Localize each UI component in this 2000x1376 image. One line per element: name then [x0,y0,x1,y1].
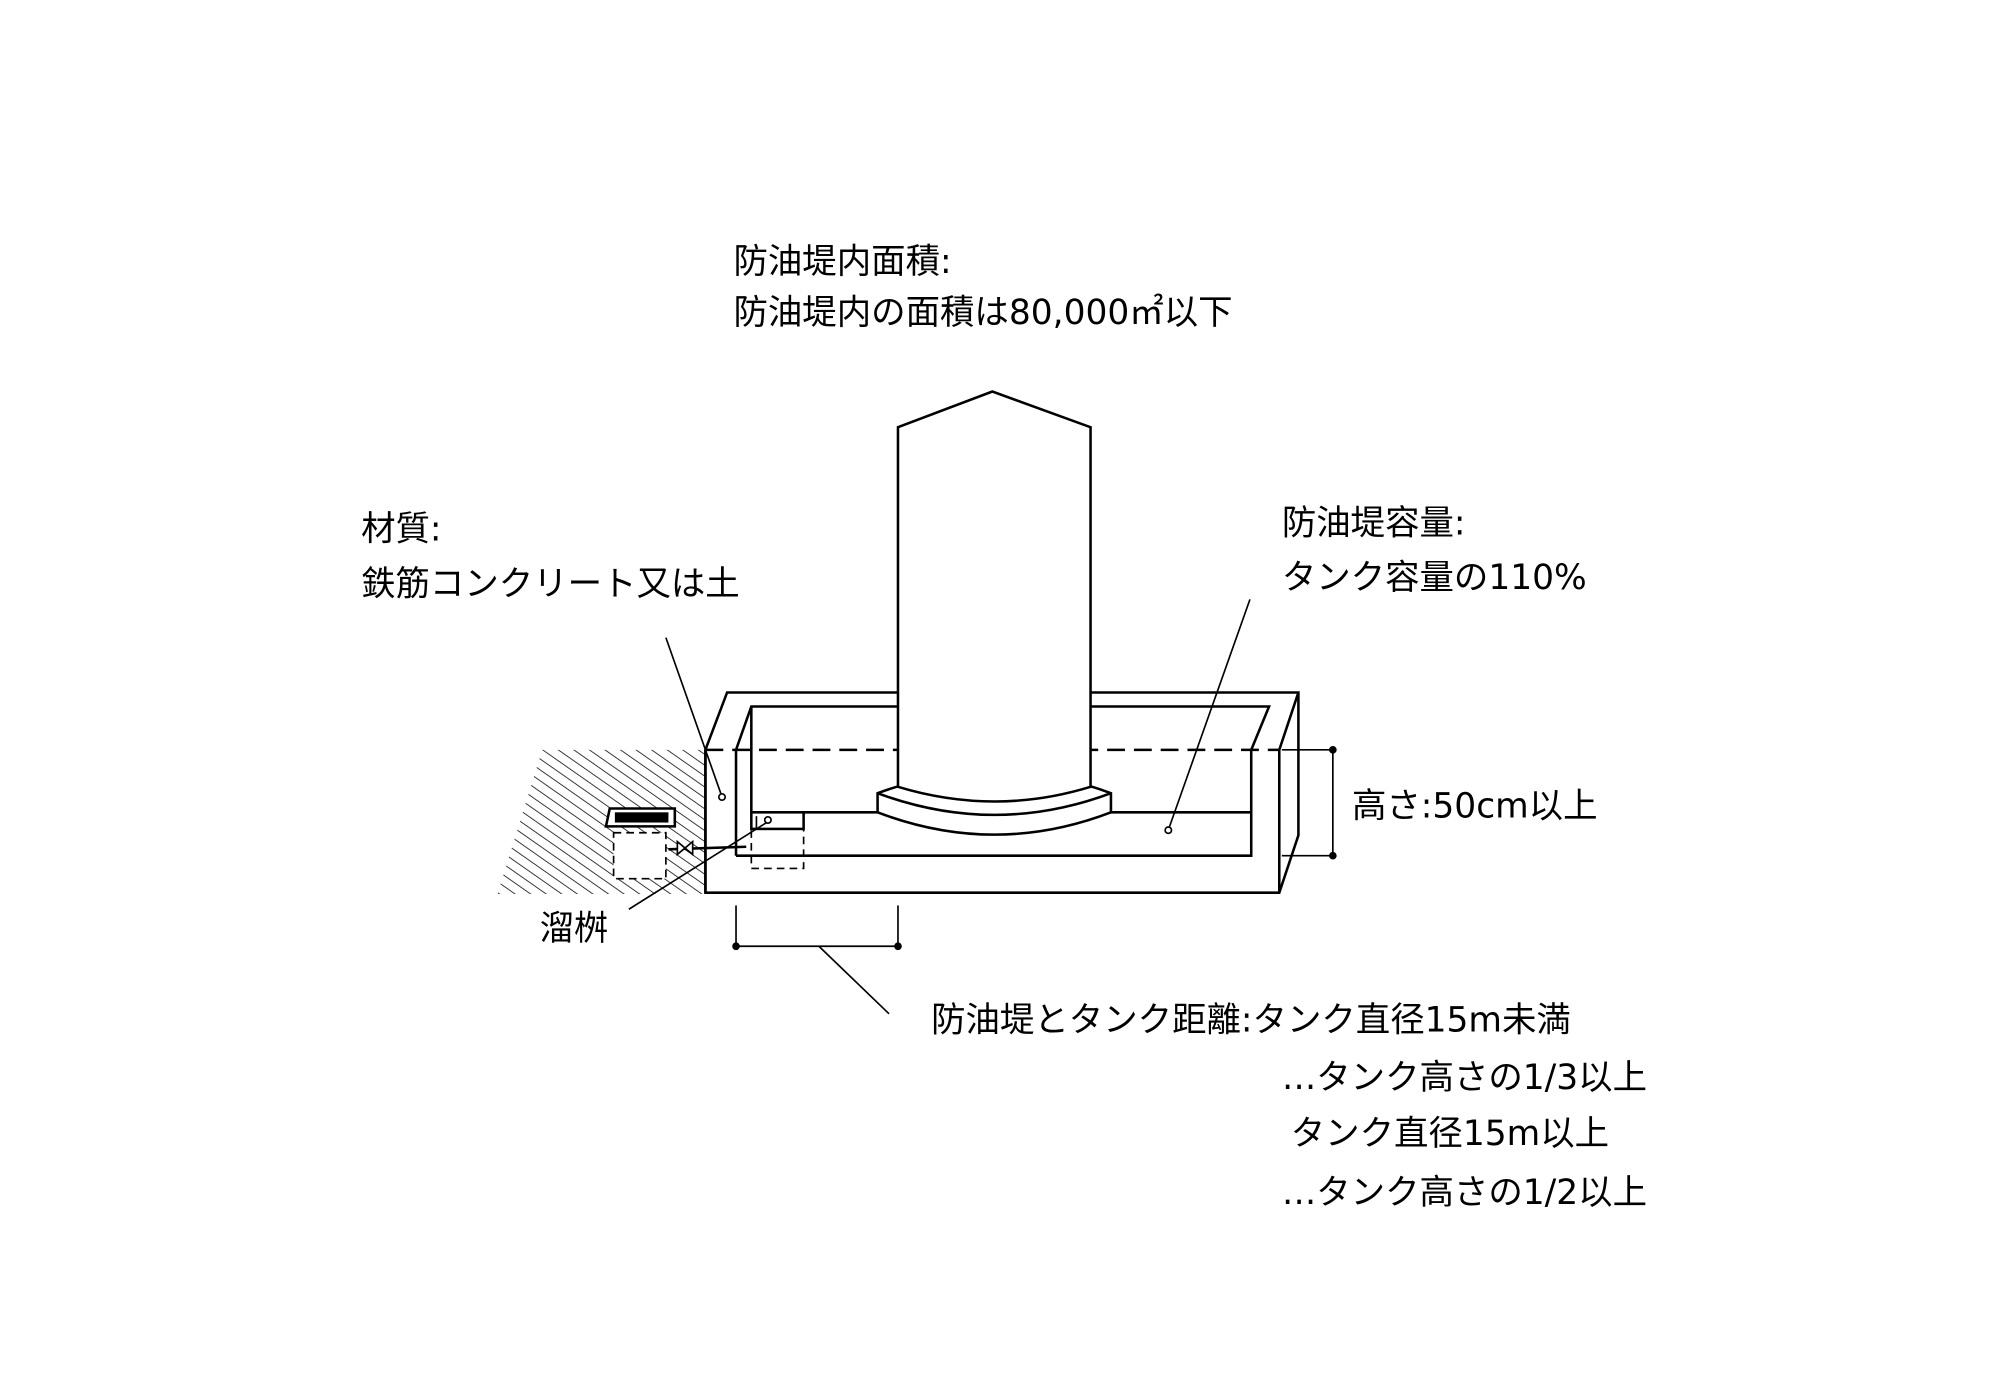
capacity-value: タンク容量の110% [1282,558,1587,598]
material-value: 鉄筋コンクリート又は土 [361,565,740,605]
distance-line2: …タンク高さの1/3以上 [1282,1058,1647,1098]
sump-label: 溜桝 [540,909,609,949]
catch-basin [604,807,747,880]
distance-line4: …タンク高さの1/2以上 [1282,1173,1647,1213]
material-title: 材質: [361,510,441,550]
area-title: 防油堤内面積: [733,242,951,282]
area-value: 防油堤内の面積は80,000㎡以下 [733,293,1232,333]
distance-line1: 防油堤とタンク距離:タンク直径15m未満 [931,1001,1571,1041]
distance-dimension [732,905,902,1015]
tank [896,390,1092,803]
height-dimension [1281,746,1337,860]
height-label: 高さ:50cm以上 [1352,786,1598,826]
capacity-title: 防油堤容量: [1282,503,1466,543]
valve-icon [676,839,694,857]
distance-line3: タンク直径15m以上 [1291,1114,1609,1154]
